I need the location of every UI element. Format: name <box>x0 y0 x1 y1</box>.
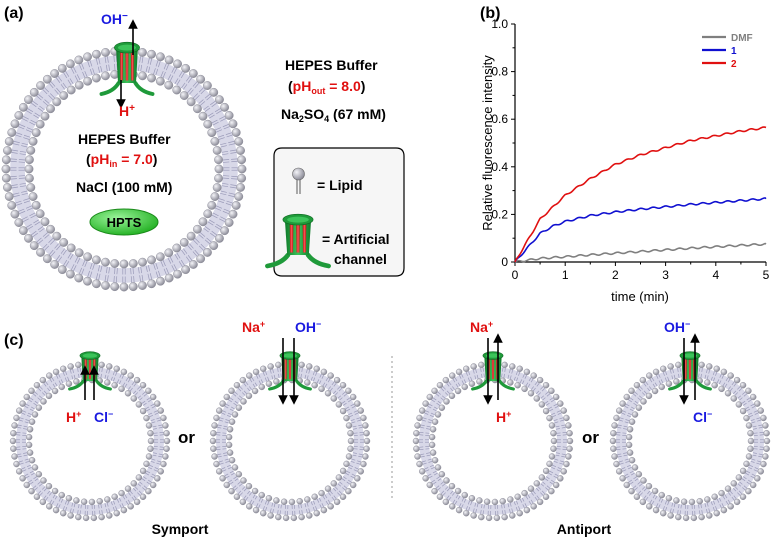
outer-buffer-label: HEPES Buffer <box>285 57 378 73</box>
small-vesicle <box>412 360 574 522</box>
y-tick-label: 0.2 <box>491 207 508 221</box>
x-tick-label: 4 <box>712 268 719 282</box>
small-vesicle <box>209 360 371 522</box>
outer-ph-label: (pHout = 8.0) <box>288 78 365 96</box>
or-label-2: or <box>582 428 599 447</box>
outer-salt-label: Na2SO4 (67 mM) <box>281 106 386 124</box>
y-axis-label: Relative fluorescence intensity <box>480 55 495 231</box>
x-tick-label: 2 <box>612 268 619 282</box>
panel-c-vesicles <box>9 351 771 522</box>
series-line-1 <box>514 197 767 263</box>
legend-lipid-label: = Lipid <box>317 177 363 193</box>
x-tick-label: 1 <box>562 268 569 282</box>
y-tick-label: 0.4 <box>491 160 508 174</box>
antiport-label: Antiport <box>557 521 612 537</box>
legend-channel-label-2: channel <box>334 251 387 267</box>
v1-cl-label: Cl− <box>94 409 113 425</box>
v4-oh-label: OH− <box>664 319 690 335</box>
v4-cl-label: Cl− <box>693 409 712 425</box>
panel-label-a: (a) <box>4 5 24 22</box>
y-tick-label: 1.0 <box>491 17 508 31</box>
x-tick-label: 0 <box>512 268 519 282</box>
series-line-dmf <box>514 242 767 263</box>
legend-entry: DMF <box>731 33 753 44</box>
symport-label: Symport <box>152 521 209 537</box>
x-tick-label: 3 <box>662 268 669 282</box>
small-vesicle <box>9 360 171 522</box>
hpts-dye <box>89 208 159 236</box>
small-vesicle <box>609 360 771 522</box>
legend-entry: 2 <box>731 59 737 70</box>
inner-ph-label: (pHin = 7.0) <box>86 151 157 169</box>
y-tick-label: 0.6 <box>491 112 508 126</box>
ion-h-label: H+ <box>119 103 135 119</box>
ion-oh-label: OH− <box>101 11 128 27</box>
fluorescence-chart: Relative fluorescence intensity time (mi… <box>480 17 770 304</box>
inner-salt-label: NaCl (100 mM) <box>76 179 172 195</box>
inner-buffer-label: HEPES Buffer <box>78 131 171 147</box>
legend-entry: 1 <box>731 46 737 57</box>
legend-box: = Lipid = Artificial channel <box>265 147 405 277</box>
x-tick-label: 5 <box>763 268 770 282</box>
series-line-2 <box>514 126 767 263</box>
legend-channel-label-1: = Artificial <box>322 231 390 247</box>
v2-oh-label: OH− <box>295 319 321 335</box>
v3-h-label: H+ <box>496 409 511 425</box>
x-axis-label: time (min) <box>611 289 669 304</box>
v2-na-label: Na+ <box>242 319 265 335</box>
y-tick-label: 0.8 <box>491 65 508 79</box>
lipid-icon <box>292 167 305 194</box>
vesicle-large <box>1 46 247 292</box>
hpts-label: HPTS <box>107 215 142 230</box>
y-tick-label: 0 <box>501 255 508 269</box>
v3-na-label: Na+ <box>470 319 493 335</box>
panel-label-c: (c) <box>4 332 24 349</box>
v1-h-label: H+ <box>66 409 81 425</box>
channel-icon <box>265 213 331 269</box>
or-label-1: or <box>178 428 195 447</box>
panel-label-b: (b) <box>480 5 500 22</box>
